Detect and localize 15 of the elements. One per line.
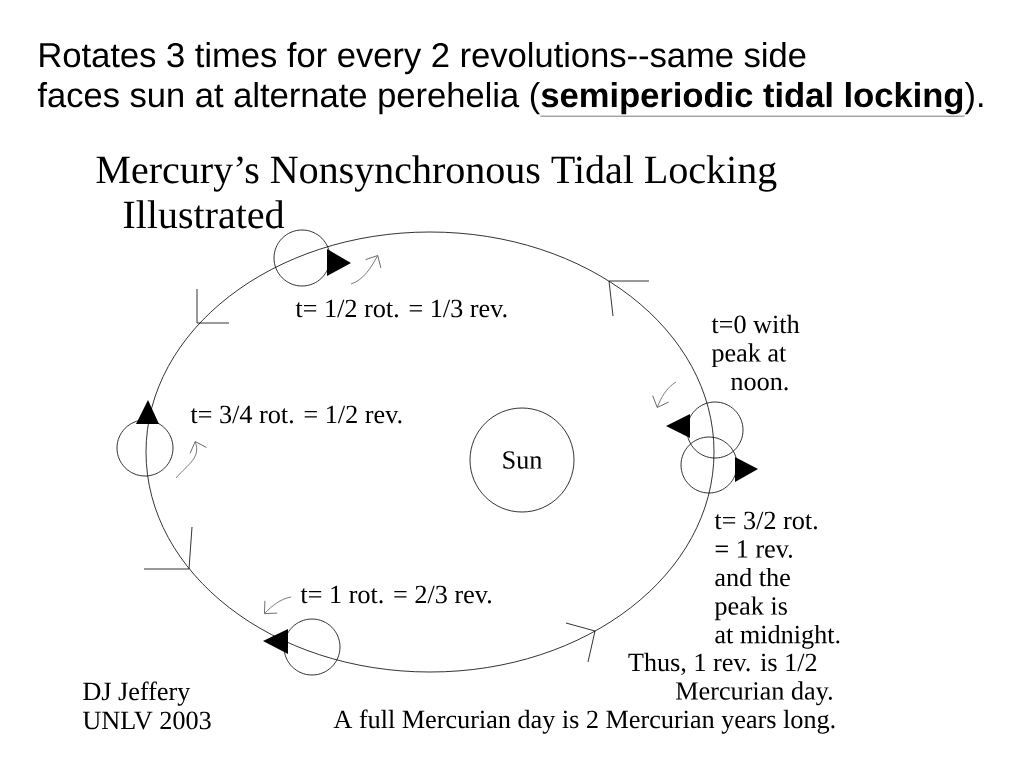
heading-text: Rotates 3 times for every 2 revolutions--same side faces sun at alternate perehelia (semiperiodic tidal locking). — [37, 42, 983, 117]
planet-circle — [686, 401, 744, 459]
time-label: t= 1/2 rot. = 1/3 rev. — [295, 299, 507, 318]
time-label: t=0 with peak at noon. — [711, 314, 800, 391]
note-text: DJ Jeffery — [83, 681, 191, 706]
time-label: t= 3/4 rot. = 1/2 rev. — [190, 405, 402, 424]
time-label: t= 1 rot. = 2/3 rev. — [300, 585, 491, 604]
planet-circle — [116, 419, 174, 477]
note-text: Thus, 1 rev. is 1/2 Mercurian day. — [628, 652, 832, 706]
note-text: A full Mercurian day is 2 Mercurian years long. — [333, 709, 835, 734]
planet-circle — [680, 436, 738, 494]
time-label: t= 3/2 rot. = 1 rev. and the peak is at midnight. — [714, 511, 840, 649]
note-text: UNLV 2003 — [82, 711, 211, 730]
planet-circle — [283, 618, 341, 676]
diagram-title: Mercury’s Nonsynchronous Tidal Locking Illustrated — [96, 155, 777, 229]
